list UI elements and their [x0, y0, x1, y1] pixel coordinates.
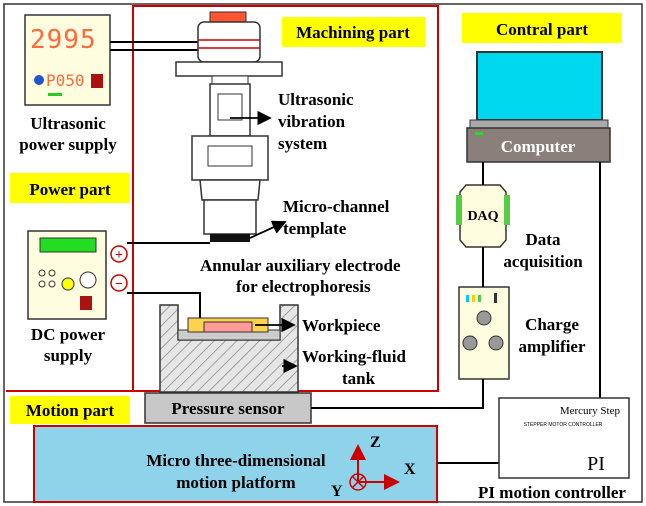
pi-logo: PI — [587, 453, 605, 475]
pressure-sensor-label: Pressure sensor — [171, 399, 285, 418]
axes-icon — [349, 444, 400, 491]
vibration-label-3: system — [278, 134, 327, 153]
section-machining: Machining part — [296, 23, 410, 42]
minus-symbol: − — [115, 277, 123, 292]
daq-desc-1: Data — [526, 230, 561, 249]
charge-label-1: Charge — [525, 315, 579, 334]
ultrasonic-vibration-system — [175, 11, 283, 242]
dc-wire-minus — [127, 292, 201, 318]
section-motion-bg — [10, 396, 130, 424]
section-power-bg — [10, 173, 130, 203]
ultrasonic-label-2: power supply — [19, 135, 117, 154]
electrode-label-1: Annular auxiliary electrode — [200, 256, 401, 275]
daq-card: DAQ — [456, 184, 510, 248]
ultrasonic-display-2: P050 — [46, 71, 85, 90]
ultrasonic-power-supply: 2995 P050 — [24, 14, 111, 106]
section-control: Contral part — [496, 20, 588, 39]
ultrasonic-label-1: Ultrasonic — [30, 114, 106, 133]
wire-amp-sensor — [311, 379, 484, 409]
pi-sub: STEPPER MOTOR CONTROLLER — [524, 422, 603, 428]
tank-label-1: Working-fluid — [302, 347, 406, 366]
section-machining-bg — [282, 17, 425, 47]
pi-brand: Mercury Step — [560, 405, 621, 417]
dc-knob-icon — [79, 271, 97, 289]
charge-amplifier — [458, 286, 510, 380]
axis-z-label: Z — [370, 434, 381, 451]
plus-terminal — [110, 245, 128, 263]
axis-x-label: X — [404, 461, 416, 478]
daq-label: DAQ — [467, 209, 498, 224]
computer-monitor — [476, 51, 603, 121]
pi-controller — [498, 397, 630, 479]
section-power: Power part — [29, 180, 111, 199]
computer-box — [466, 127, 611, 163]
vibration-label-1: Ultrasonic — [278, 90, 354, 109]
pressure-sensor — [144, 392, 312, 424]
template-arrow — [249, 220, 287, 239]
ultrasonic-display: 2995 — [30, 25, 97, 55]
daq-desc-2: acquisition — [503, 252, 583, 271]
plus-symbol: + — [115, 248, 123, 263]
template-label-2: template — [283, 219, 347, 238]
section-motion: Motion part — [26, 401, 115, 420]
pi-label: PI motion controller — [478, 483, 626, 502]
section-control-bg — [462, 13, 622, 43]
dc-label-1: DC power — [31, 325, 106, 344]
motion-platform — [33, 425, 438, 503]
dc-label-2: supply — [44, 346, 93, 365]
dc-switch-icon — [80, 296, 92, 310]
tank-label-2: tank — [342, 369, 376, 388]
dc-lcd — [39, 237, 97, 253]
power-knob-icon — [34, 75, 44, 85]
workpiece — [203, 321, 253, 333]
platform-label-2: motion platform — [176, 473, 295, 492]
computer-label: Computer — [501, 137, 576, 156]
dc-power-supply — [27, 230, 107, 320]
charge-label-2: amplifier — [518, 337, 585, 356]
axis-y-label: Y — [331, 483, 343, 500]
indicator-icon — [48, 93, 62, 96]
vibration-label-2: vibration — [278, 112, 346, 131]
workpiece-label: Workpiece — [302, 316, 381, 335]
working-fluid-tank — [159, 304, 299, 393]
minus-terminal — [110, 274, 128, 292]
platform-label-1: Micro three-dimensional — [146, 451, 326, 470]
electrode-label-2: for electrophoresis — [236, 277, 371, 296]
template-label-1: Micro-channel — [283, 197, 390, 216]
switch-icon — [91, 74, 103, 88]
